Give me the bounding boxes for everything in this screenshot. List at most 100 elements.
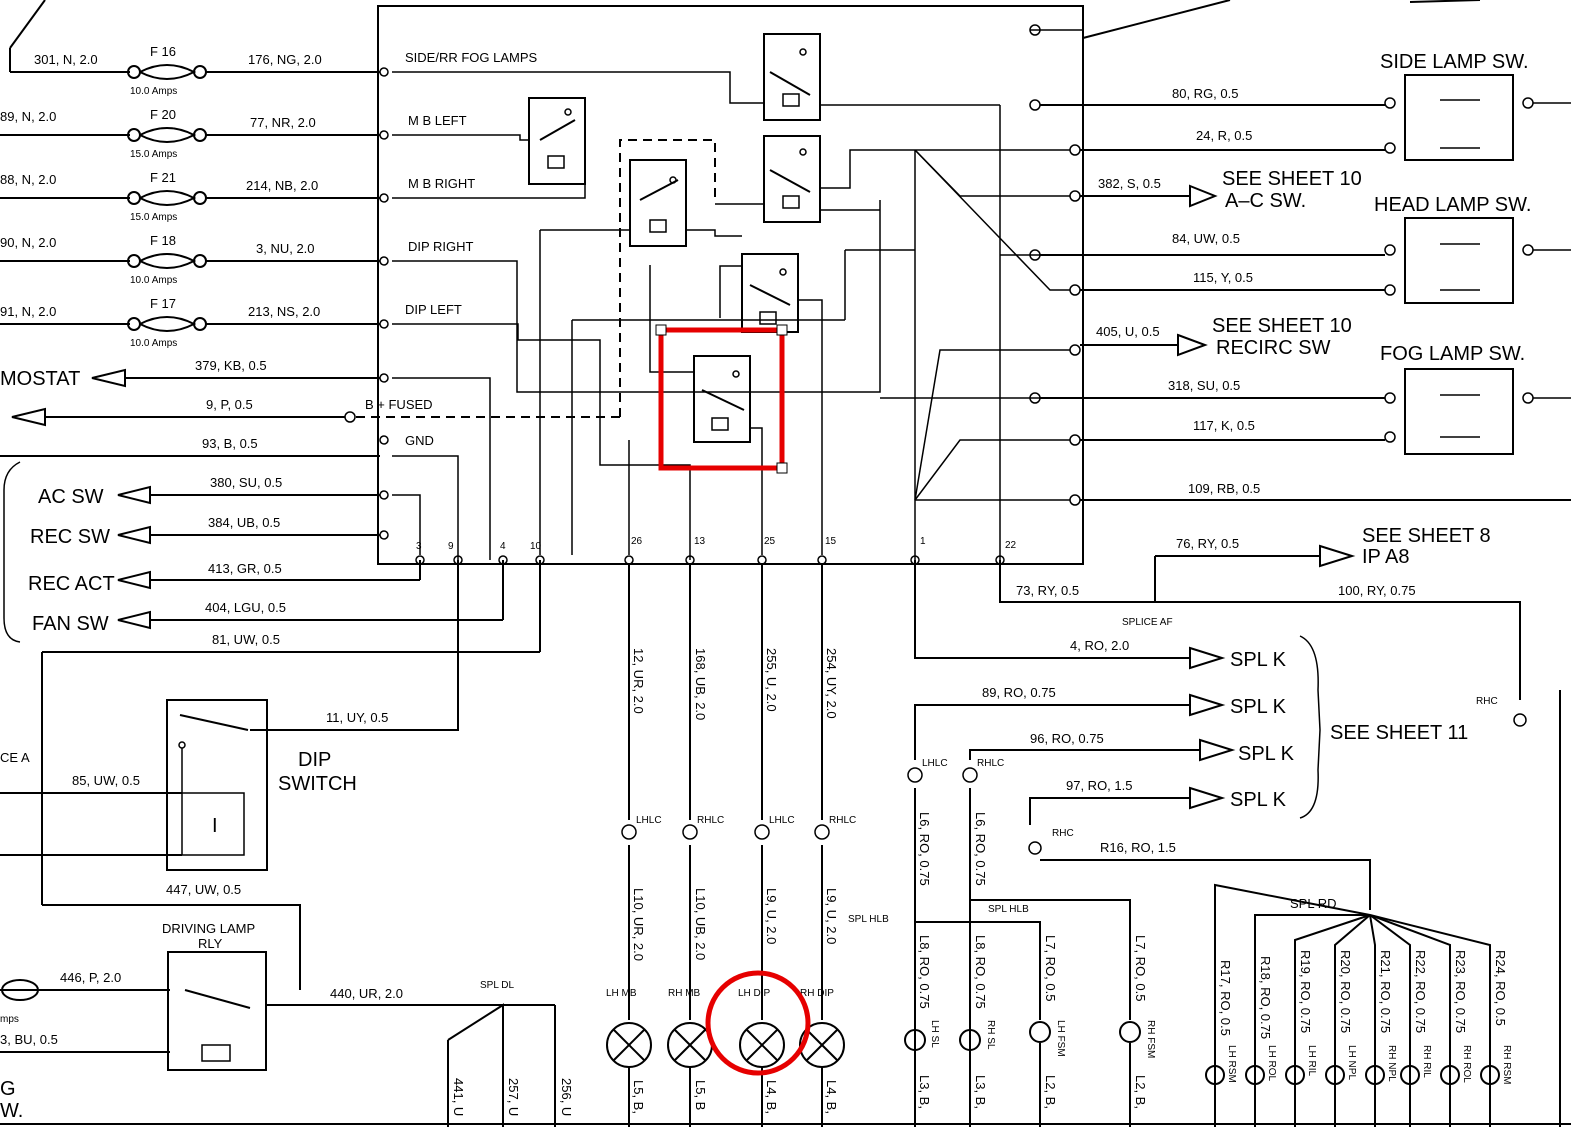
lamp-label: RH DIP — [800, 988, 834, 999]
internal-wiring — [392, 29, 1083, 560]
lamp-label: LH DIP — [738, 988, 771, 999]
pin-label: M B RIGHT — [408, 176, 475, 191]
fuse-out-wire: 176, NG, 2.0 — [248, 52, 322, 67]
output-label: FAN SW — [32, 613, 109, 635]
side-lamp-circuits: LHLC RHLC L6, RO, 0.75 L6, RO, 0.75 SPL … — [848, 758, 1156, 1127]
fuse-rating: 15.0 Amps — [130, 212, 177, 223]
lamp-label: RH ROL — [1461, 1045, 1472, 1083]
spl-label: SPL K — [1238, 743, 1295, 765]
ground-label: L4, B, — [764, 1080, 779, 1114]
wire-label: R20, RO, 0.75 — [1338, 950, 1353, 1033]
output-wire: 413, GR, 0.5 — [208, 561, 282, 576]
output-wire: 404, LGU, 0.5 — [205, 600, 286, 615]
relay-title: DRIVING LAMP — [162, 921, 255, 936]
rear-lamp-circuits: SPL RD R17, RO, 0.5 R18, RO, 0.75 R19, R… — [1205, 690, 1561, 1127]
wire-label: L6, RO, 0.75 — [973, 812, 988, 886]
fuse-in-wire: 88, N, 2.0 — [0, 172, 56, 187]
wire-label: 3, BU, 0.5 — [0, 1032, 58, 1047]
pin-label: B + FUSED — [365, 397, 433, 412]
wire-label: R21, RO, 0.75 — [1378, 950, 1393, 1033]
wire-label: R16, RO, 1.5 — [1100, 840, 1176, 855]
pin-number: 15 — [825, 536, 837, 547]
wire-label: 100, RY, 0.75 — [1338, 583, 1416, 598]
splice-label: SPL DL — [480, 980, 515, 991]
connector-label: RHC — [1052, 828, 1074, 839]
connector-label: RHLC — [977, 758, 1004, 769]
ground-label: L5, B — [693, 1080, 708, 1110]
output-label: REC SW — [30, 526, 110, 548]
module-pins-left: SIDE/RR FOG LAMPS M B LEFT M B RIGHT DIP… — [379, 50, 538, 540]
ground-label: L2, B, — [1043, 1075, 1058, 1109]
lamp-label: RH NPL — [1386, 1045, 1397, 1082]
sheet-ref: SEE SHEET 11 — [1330, 722, 1468, 744]
dip-title: DIP — [298, 749, 331, 771]
fuse-out-wire: 77, NR, 2.0 — [250, 115, 316, 130]
wire-label: R24, RO, 0.5 — [1493, 950, 1508, 1026]
output-wire: 9, P, 0.5 — [206, 397, 253, 412]
pin-label: DIP LEFT — [405, 302, 462, 317]
fuse-in-wire: 89, N, 2.0 — [0, 109, 56, 124]
fuse-name: F 21 — [150, 170, 176, 185]
fuse-name: F 18 — [150, 233, 176, 248]
wire-label: 96, RO, 0.75 — [1030, 731, 1104, 746]
pin-number: 10 — [530, 541, 542, 552]
pin-number: 13 — [694, 536, 706, 547]
wire-label: R19, RO, 0.75 — [1298, 950, 1313, 1033]
wire-label: L10, UR, 2.0 — [631, 888, 646, 961]
wire-label: R18, RO, 0.75 — [1258, 956, 1273, 1039]
wire-label: 11, UY, 0.5 — [326, 710, 388, 725]
left-outputs: MOSTAT 379, KB, 0.5 9, P, 0.5 93, B, 0.5… — [0, 358, 541, 905]
wire-label: 115, Y, 0.5 — [1193, 270, 1253, 285]
wire-label: 12, UR, 2.0 — [631, 648, 646, 714]
output-wire: 380, SU, 0.5 — [210, 475, 282, 490]
wire-label: R23, RO, 0.75 — [1453, 950, 1468, 1033]
wire-label: 257, U — [506, 1078, 521, 1116]
fuse-row-1: 301, N, 2.0 F 16 10.0 Amps 176, NG, 2.0 — [9, 44, 380, 97]
wire-label: 168, UB, 2.0 — [693, 648, 708, 720]
left-ref: G — [0, 1078, 16, 1100]
lamp-label: LH FSM — [1055, 1020, 1066, 1057]
connector-label: LHLC — [769, 815, 795, 826]
wire-label: 256, U — [559, 1078, 574, 1116]
wire-label: 446, P, 2.0 — [60, 970, 121, 985]
wire-label: 84, UW, 0.5 — [1172, 231, 1240, 246]
sheet-ref: A–C SW. — [1225, 190, 1306, 212]
wire-label: 318, SU, 0.5 — [1168, 378, 1240, 393]
connector-label: RHLC — [697, 815, 724, 826]
ground-label: L5, B, — [631, 1080, 646, 1114]
output-label: REC ACT — [28, 573, 115, 595]
sheet-ref: IP A8 — [1362, 546, 1409, 568]
pin-number: 3 — [416, 541, 422, 552]
fuse-out-wire: 213, NS, 2.0 — [248, 304, 320, 319]
wire-label: R22, RO, 0.75 — [1413, 950, 1428, 1033]
switch-title: FOG LAMP SW. — [1380, 343, 1525, 365]
pin-label: SIDE/RR FOG LAMPS — [405, 50, 538, 65]
pin-number: 25 — [764, 536, 776, 547]
wire-label: L6, RO, 0.75 — [917, 812, 932, 886]
wire-label: 4, RO, 2.0 — [1070, 638, 1129, 653]
fuse-out-wire: 3, NU, 2.0 — [256, 241, 315, 256]
pin-number: 9 — [448, 541, 454, 552]
wire-label: L10, UB, 2.0 — [693, 888, 708, 960]
dip-switch: 11, UY, 0.5 I DIP SWITCH 85, UW, 0.5 CE … — [0, 560, 459, 990]
connector-label: RHC — [1476, 696, 1498, 707]
wire-label: 97, RO, 1.5 — [1066, 778, 1132, 793]
side-lamp-switch: SIDE LAMP SW. — [1380, 51, 1571, 161]
wire-label: 447, UW, 0.5 — [166, 882, 241, 897]
spl-label: SPL K — [1230, 649, 1287, 671]
wire-label: L7, RO, 0.5 — [1043, 935, 1058, 1001]
fuse-rating: 10.0 Amps — [130, 86, 177, 97]
wire-label: L8, RO, 0.75 — [973, 935, 988, 1009]
wire-label: 73, RY, 0.5 — [1016, 583, 1079, 598]
wire-label: L7, RO, 0.5 — [1133, 935, 1148, 1001]
right-wires: 80, RG, 0.5 24, R, 0.5 382, S, 0.5 SEE S… — [999, 86, 1571, 727]
output-wire: 81, UW, 0.5 — [212, 632, 280, 647]
pin-number: 22 — [1005, 540, 1017, 551]
ground-label: L3, B, — [973, 1075, 988, 1109]
relays — [528, 33, 821, 443]
wire-label: 80, RG, 0.5 — [1172, 86, 1238, 101]
switch-glyph: I — [212, 815, 218, 837]
fog-lamp-switch: FOG LAMP SW. — [1380, 343, 1571, 455]
lamp-label: LH SL — [929, 1020, 940, 1048]
